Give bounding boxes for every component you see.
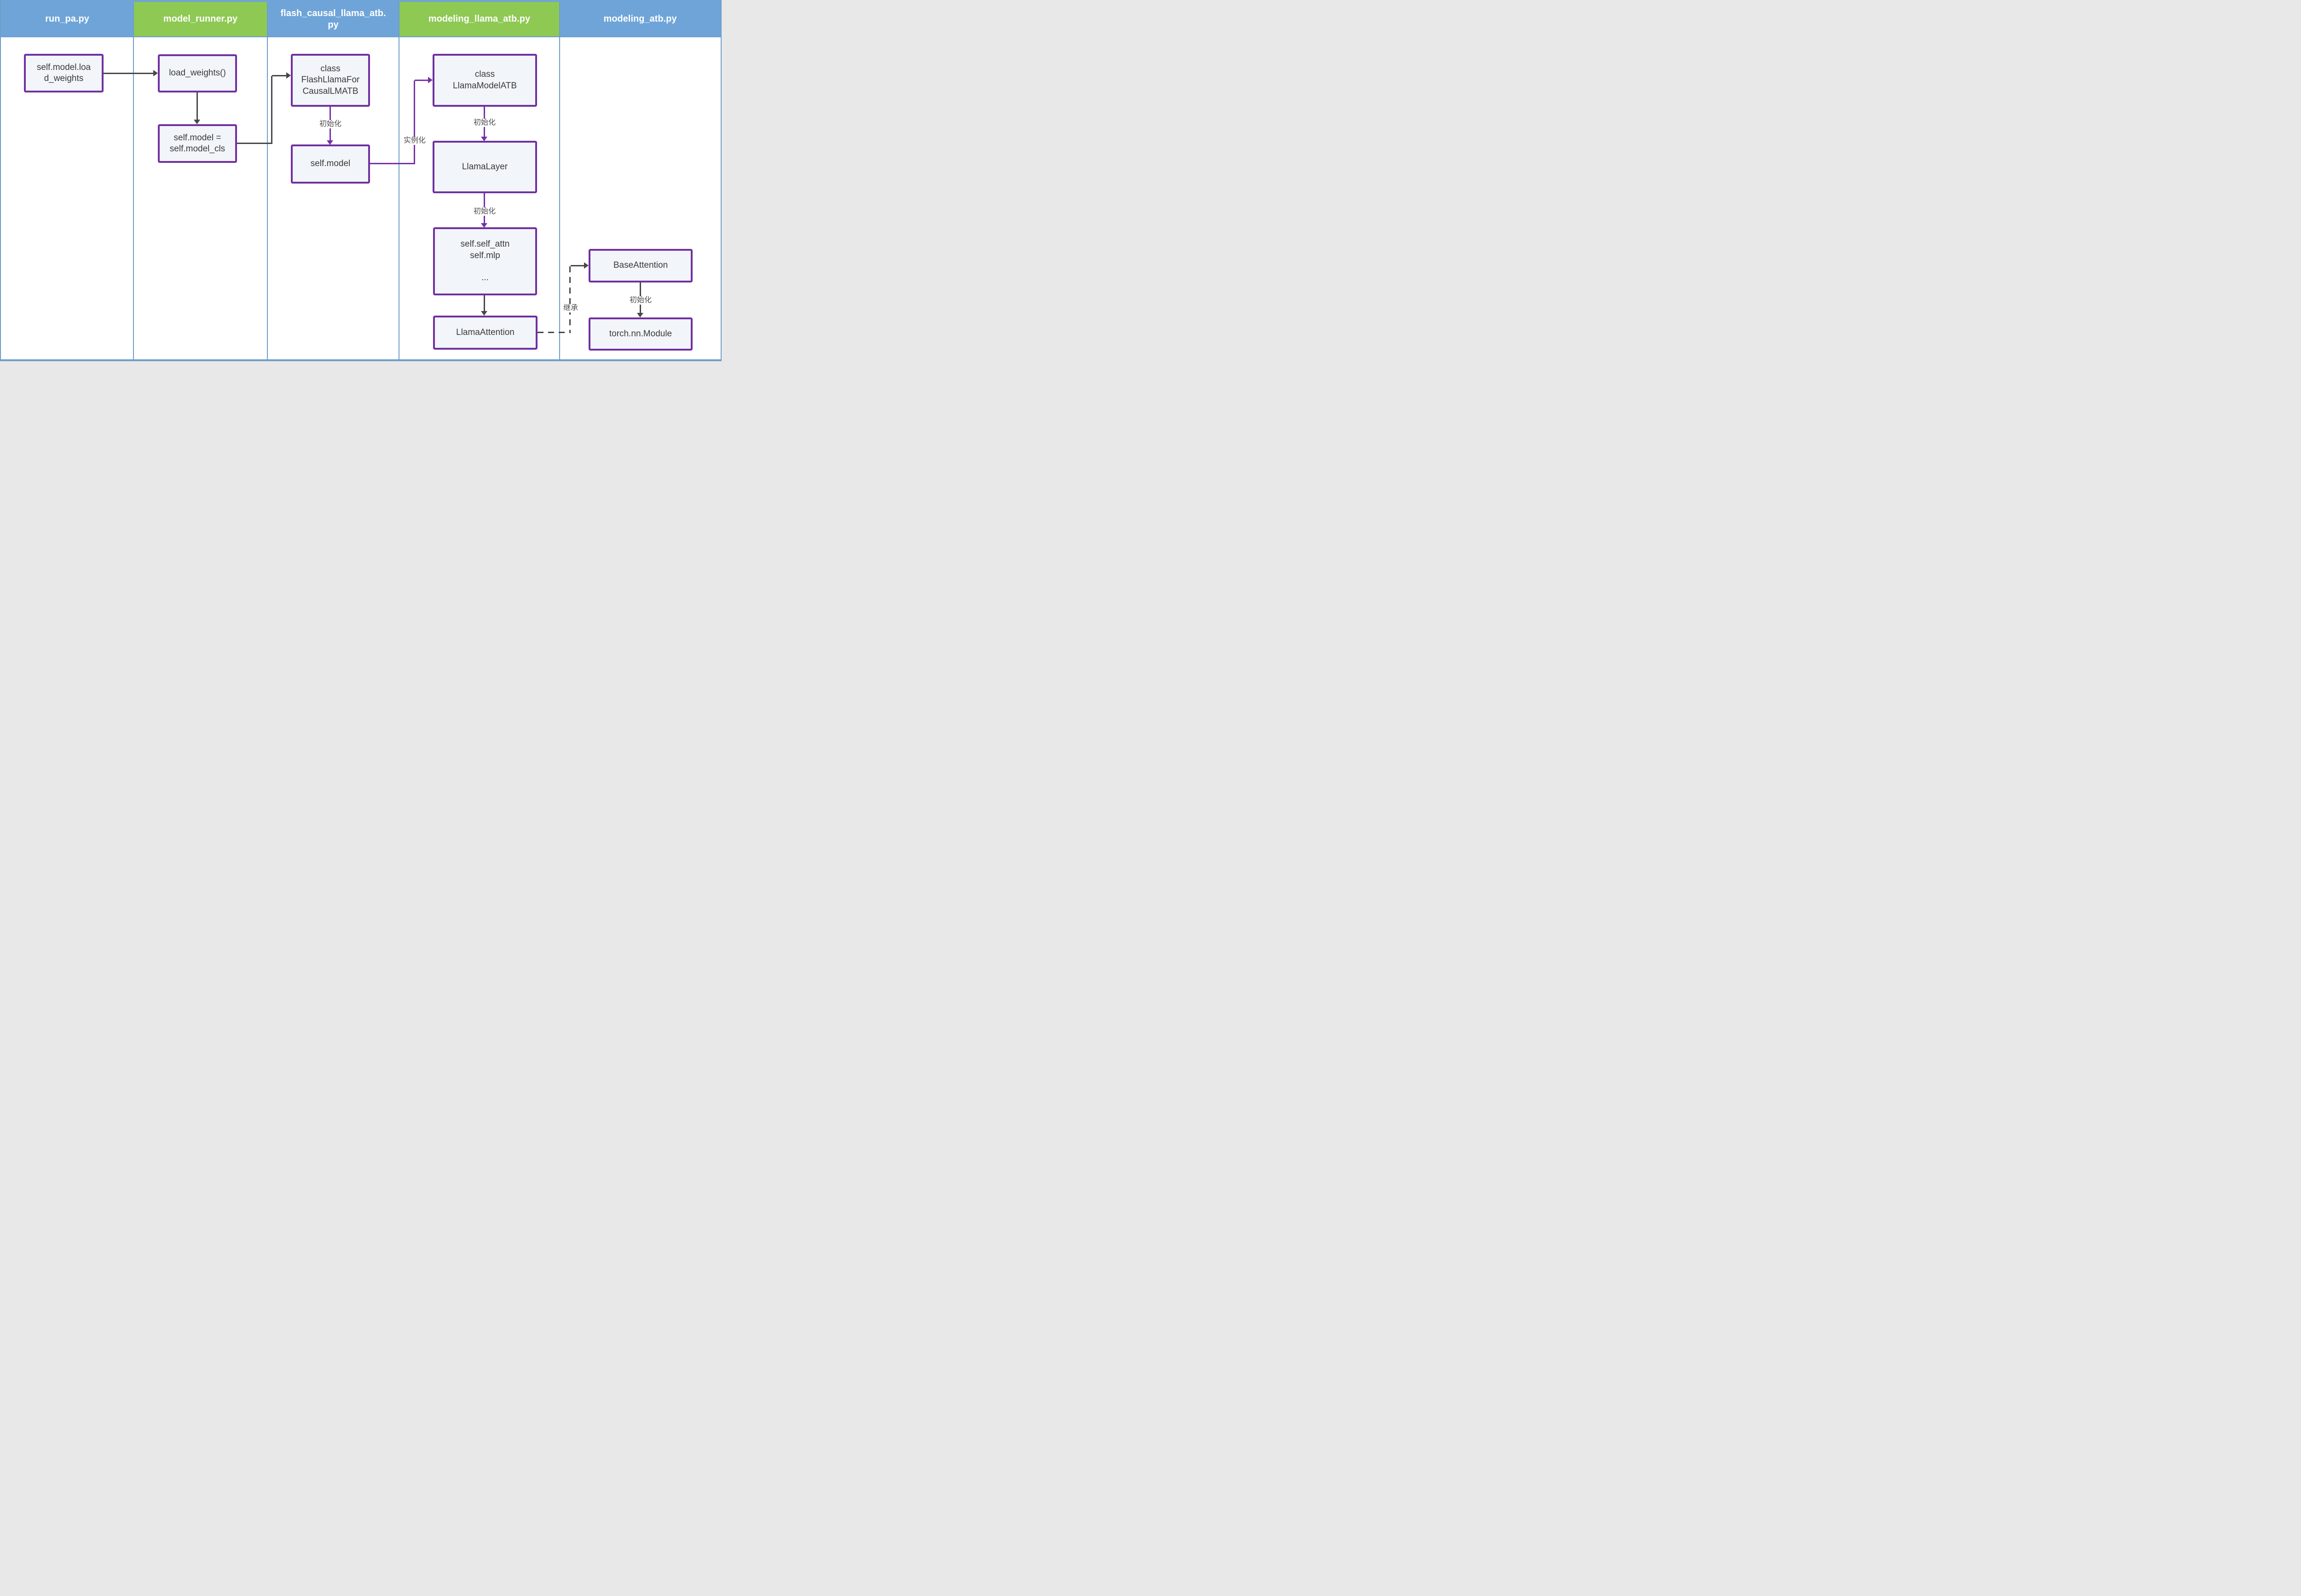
node-torch-nn-module: torch.nn.Module [589,317,693,351]
arrowhead-down-icon [327,140,333,145]
bottom-border-bar [0,359,722,361]
edge-inherit-line-h1 [538,332,571,333]
edge-label-inherit: 继承 [561,304,580,312]
arrowhead-down-icon [481,311,487,316]
edge-label-initialize: 初始化 [472,119,497,127]
arrowhead-right-icon [584,262,589,269]
node-self-model: self.model [291,144,370,184]
node-self-model-cls: self.model = self.model_cls [158,124,237,163]
top-border-bar [0,0,722,2]
lane-separator-1 [133,2,134,359]
node-load-weights-fn: load_weights() [158,54,237,92]
lane-header-model-runner: model_runner.py [133,2,267,36]
edge-flash-class-line-v [271,76,272,144]
node-self-model-load-weights: self.model.loa d_weights [24,54,104,92]
edge-flash-class-line-h2 [272,75,286,76]
node-llama-attention: LlamaAttention [433,316,538,350]
left-border [0,0,1,361]
edge-model-cls-line [197,92,198,120]
edge-label-initialize: 初始化 [472,207,497,216]
edge-inherit-line-h2 [571,265,584,266]
node-llama-model-atb-class: class LlamaModelATB [433,54,537,107]
edge-label-instantiate: 实例化 [402,137,428,145]
arrowhead-down-icon [481,137,487,141]
right-border [721,0,722,361]
lane-header-modeling-atb: modeling_atb.py [560,2,721,36]
swimlane-diagram: run_pa.py model_runner.py flash_causal_l… [0,0,722,361]
lane-separator-4 [559,2,560,359]
edge-instantiate-line-h1 [370,163,415,164]
edge-llama-attention-line [484,295,485,311]
edge-instantiate-line-v [414,81,415,164]
node-llama-layer: LlamaLayer [433,141,537,193]
edge-label-initialize: 初始化 [628,296,653,305]
edge-load-weights-line [104,73,153,74]
node-flash-llama-class: class FlashLlamaFor CausalLMATB [291,54,370,107]
arrowhead-down-icon [194,120,200,124]
arrowhead-right-icon [286,72,291,79]
edge-flash-class-line-h1 [237,143,272,144]
header-underline [1,36,721,37]
node-base-attention: BaseAttention [589,249,693,282]
edge-label-initialize: 初始化 [318,120,343,128]
lane-header-run-pa: run_pa.py [1,2,133,36]
arrowhead-right-icon [428,77,433,83]
edge-inherit-line-v [569,266,571,333]
arrowhead-right-icon [153,70,158,76]
lane-header-flash-causal-llama: flash_causal_llama_atb. py [267,2,399,36]
lane-header-modeling-llama-atb: modeling_llama_atb.py [399,2,560,36]
node-self-attn-mlp: self.self_attn self.mlp ... [433,227,537,295]
lane-separator-2 [267,2,268,359]
edge-instantiate-line-h2 [415,80,429,81]
arrowhead-down-icon [637,313,643,317]
arrowhead-down-icon [481,223,487,228]
